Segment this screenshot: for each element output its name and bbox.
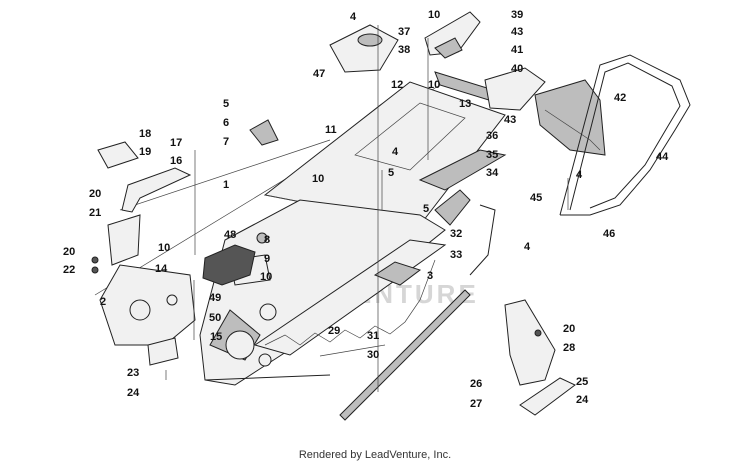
footrest-bracket	[504, 299, 556, 386]
rail-30	[319, 289, 471, 421]
callout-8: 8	[264, 234, 270, 246]
callout-10a: 10	[428, 9, 440, 21]
callout-43b: 43	[504, 114, 516, 126]
callout-43a: 43	[511, 26, 523, 38]
callout-24a: 24	[127, 387, 140, 399]
callout-41: 41	[511, 44, 523, 56]
callout-20a: 20	[89, 188, 101, 200]
tunnel-extension	[418, 149, 507, 191]
callout-46: 46	[603, 228, 615, 240]
callout-11: 11	[325, 124, 337, 136]
callout-20c: 20	[563, 323, 575, 335]
callout-35: 35	[486, 149, 498, 161]
callout-18: 18	[139, 128, 151, 140]
front-bulkhead	[99, 264, 196, 346]
callout-5c: 5	[423, 203, 429, 215]
footer-credit: Rendered by LeadVenture, Inc.	[298, 449, 452, 461]
seat-bracket	[424, 11, 481, 59]
callout-12: 12	[391, 79, 403, 91]
callout-19: 19	[139, 146, 151, 158]
callout-labels: 1 2 3 4 4 4 4 5 5 5 6 7 8 9 10 10 10 10 …	[63, 9, 669, 410]
callout-22: 22	[63, 264, 75, 276]
callout-4d: 4	[576, 169, 583, 181]
callout-9: 9	[264, 253, 270, 265]
callout-36: 36	[486, 130, 498, 142]
rear-strap	[469, 204, 496, 276]
callout-49: 49	[209, 292, 221, 304]
left-parts	[91, 141, 192, 366]
callout-5b: 5	[388, 167, 394, 179]
callout-29: 29	[328, 325, 340, 337]
callout-37: 37	[398, 26, 410, 38]
rear-bracket-32	[434, 189, 471, 226]
callout-4b: 4	[392, 146, 399, 158]
callout-23: 23	[127, 367, 139, 379]
callout-26: 26	[470, 378, 482, 390]
callout-20b: 20	[63, 246, 75, 258]
callout-5a: 5	[223, 98, 229, 110]
callout-48: 48	[224, 229, 236, 241]
callout-44: 44	[656, 151, 669, 163]
callout-7: 7	[223, 136, 229, 148]
rear-flap-assembly	[484, 67, 606, 156]
callout-10c: 10	[312, 173, 324, 185]
plate-25	[519, 377, 576, 416]
callout-10e: 10	[260, 271, 272, 283]
leader-line-11	[119, 139, 331, 211]
callout-50: 50	[209, 312, 221, 324]
callout-14: 14	[155, 263, 168, 275]
callout-2: 2	[100, 296, 106, 308]
callout-13: 13	[459, 98, 471, 110]
callout-27: 27	[470, 398, 482, 410]
callout-1: 1	[223, 179, 229, 191]
callout-34: 34	[486, 167, 499, 179]
callout-33: 33	[450, 249, 462, 261]
callout-30: 30	[367, 349, 379, 361]
rear-bumper	[559, 54, 691, 216]
callout-6: 6	[223, 117, 229, 129]
callout-4c: 4	[524, 241, 531, 253]
callout-10d: 10	[158, 242, 170, 254]
callout-28: 28	[563, 342, 575, 354]
callout-47: 47	[313, 68, 325, 80]
callout-3: 3	[427, 270, 433, 282]
callout-31: 31	[367, 330, 379, 342]
seat-cushion	[329, 24, 399, 73]
callout-21: 21	[89, 207, 101, 219]
callout-38: 38	[398, 44, 410, 56]
callout-10b: 10	[428, 79, 440, 91]
callout-39: 39	[511, 9, 523, 21]
callout-16: 16	[170, 155, 182, 167]
callout-24b: 24	[576, 394, 589, 406]
callout-17: 17	[170, 137, 182, 149]
callout-25: 25	[576, 376, 588, 388]
ecu-box	[202, 232, 268, 286]
callout-40: 40	[511, 63, 523, 75]
callout-32: 32	[450, 228, 462, 240]
callout-4a: 4	[350, 11, 357, 23]
callout-42: 42	[614, 92, 626, 104]
plate-3	[373, 261, 422, 286]
bracket-7	[249, 119, 279, 146]
callout-45: 45	[530, 192, 542, 204]
callout-15: 15	[210, 331, 222, 343]
